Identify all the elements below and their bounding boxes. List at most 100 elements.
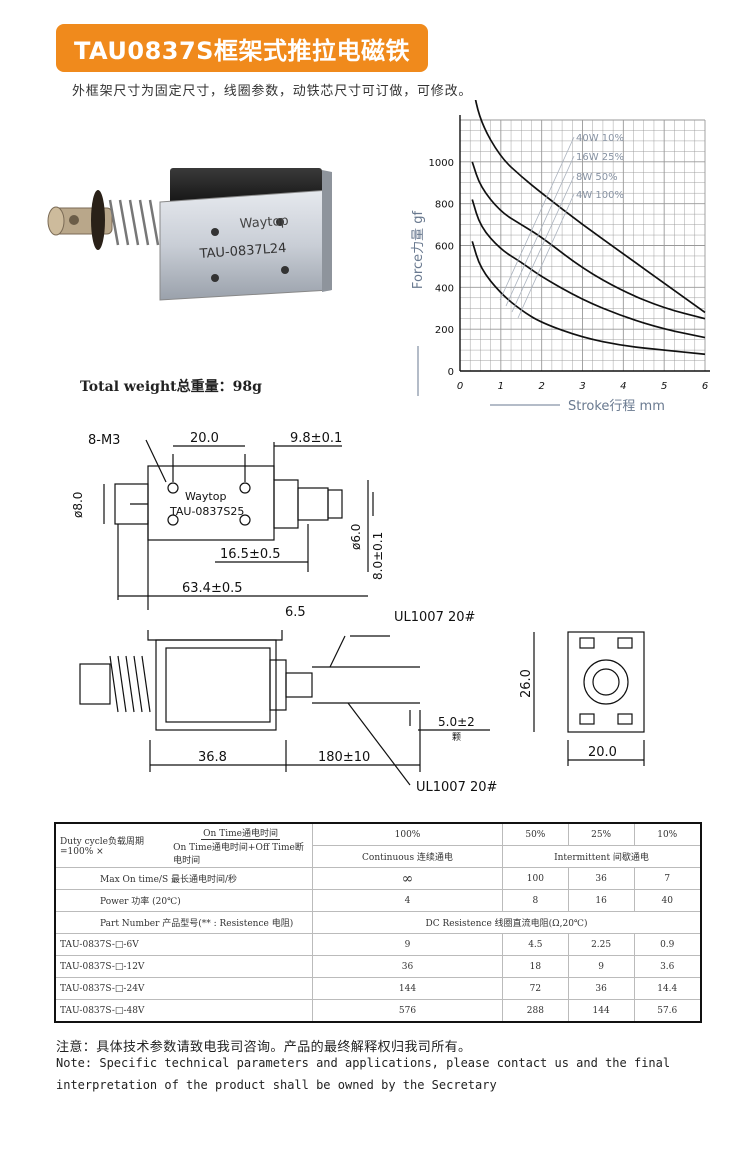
duty-denominator: On Time通电时间+Off Time断电时间 (173, 842, 304, 866)
title-banner: TAU0837S框架式推拉电磁铁 (56, 24, 428, 72)
series-line (474, 100, 706, 314)
duty-10: 10% (633, 822, 702, 846)
duty-50: 50% (502, 822, 569, 846)
side-view (79, 630, 490, 786)
dim-20-bottom: 20.0 (588, 745, 617, 760)
spec-table: Duty cycle负载周期=100% × On Time通电时间 On Tim… (54, 822, 702, 1023)
legend-entry: 40W 10% (576, 133, 624, 144)
y-axis-label: Force力量 gf (411, 211, 426, 290)
legend-leader (499, 136, 575, 301)
legend-leader (511, 175, 575, 313)
max-on-25: 36 (567, 867, 635, 890)
x-tick-label: 0 (457, 381, 463, 392)
res-12v-25: 9 (567, 955, 635, 978)
table-row: TAU-0837S-□-12V 36 18 9 3.6 (54, 955, 702, 978)
power-25: 16 (567, 889, 635, 912)
x-tick-label: 5 (661, 381, 667, 392)
duty-numerator: On Time通电时间 (201, 826, 280, 840)
dim-26: 26.0 (519, 669, 534, 698)
res-6v-100: 9 (312, 933, 503, 956)
y-tick-label: 200 (435, 325, 454, 336)
series-line (471, 199, 706, 339)
res-24v-50: 72 (502, 977, 569, 1000)
res-6v-25: 2.25 (567, 933, 635, 956)
note-chinese: 注意：具体技术参数请致电我司咨询。产品的最终解释权归我司所有。 (56, 1040, 472, 1055)
res-48v-50: 288 (502, 999, 569, 1023)
dim-m3: 8-M3 (88, 433, 120, 448)
x-tick-label: 4 (620, 381, 626, 392)
technical-drawing: 8-M3 20.0 9.8±0.1 Waytop TAU-0837S25 ø8.… (71, 431, 645, 795)
dim-6-5: 6.5 (285, 605, 306, 620)
end-view (533, 631, 645, 766)
x-tick-label: 1 (498, 381, 504, 392)
dim-phi8: ø8.0 (71, 492, 85, 518)
legend-leader (517, 193, 575, 319)
x-tick-label: 2 (538, 381, 544, 392)
ul-top: UL1007 20# (394, 610, 475, 625)
dim-20: 20.0 (190, 431, 219, 446)
duty-cell: Duty cycle负载周期=100% × On Time通电时间 On Tim… (54, 822, 313, 868)
photo-model: TAU-0837L24 (198, 241, 287, 262)
table-row: TAU-0837S-□-48V 576 288 144 57.6 (54, 999, 702, 1023)
max-on-50: 100 (502, 867, 569, 890)
res-6v-50: 4.5 (502, 933, 569, 956)
power-100: 4 (312, 889, 503, 912)
product-photo: Waytop TAU-0837L24 (47, 168, 332, 301)
note-english-line1: Note: Specific technical parameters and … (56, 1056, 671, 1070)
max-on-10: 7 (633, 867, 702, 890)
part-12v: TAU-0837S-□-12V (54, 955, 313, 978)
dim-63-4: 63.4±0.5 (182, 581, 243, 596)
dim-16-5: 16.5±0.5 (220, 547, 281, 562)
series-line (471, 161, 706, 320)
res-12v-100: 36 (312, 955, 503, 978)
res-12v-50: 18 (502, 955, 569, 978)
total-weight: Total weight总重量：98g (80, 379, 262, 395)
y-tick-label: 400 (435, 283, 454, 294)
series-line (471, 241, 706, 356)
duty-100: 100% (312, 822, 503, 846)
x-tick-label: 6 (702, 381, 708, 392)
table-row: Part Number 产品型号(** : Resistence 电阻) DC … (54, 911, 702, 934)
x-axis-label: Stroke行程 mm (568, 399, 665, 414)
dim-phi6: ø6.0 (349, 524, 363, 550)
y-tick-label: 1000 (429, 158, 454, 169)
legend-entry: 16W 25% (576, 152, 624, 163)
ul-bottom: UL1007 20# (416, 780, 497, 795)
res-48v-100: 576 (312, 999, 503, 1023)
part-48v: TAU-0837S-□-48V (54, 999, 313, 1023)
spec-table-wrap: Duty cycle负载周期=100% × On Time通电时间 On Tim… (54, 822, 702, 1023)
res-24v-10: 14.4 (633, 977, 702, 1000)
part-24v: TAU-0837S-□-24V (54, 977, 313, 1000)
res-48v-10: 57.6 (633, 999, 702, 1023)
table-row: TAU-0837S-□-6V 9 4.5 2.25 0.9 (54, 933, 702, 956)
table-row: Max On time/S 最长通电时间/秒 ∞ 100 36 7 (54, 867, 702, 890)
duty-label: Duty cycle负载周期=100% × (60, 837, 144, 857)
res-24v-25: 36 (567, 977, 635, 1000)
mode-continuous: Continuous 连续通电 (312, 845, 503, 868)
mode-intermittent: Intermittent 间歇通电 (502, 845, 702, 868)
legend-entry: 8W 50% (576, 172, 618, 183)
chart-legend: 40W 10%16W 25%8W 50%4W 100% (499, 133, 624, 319)
legend-leader (505, 155, 575, 307)
table-row: Power 功率 (20℃) 4 8 16 40 (54, 889, 702, 912)
table-row: Duty cycle负载周期=100% × On Time通电时间 On Tim… (54, 822, 702, 868)
power-10: 40 (633, 889, 702, 912)
table-row: TAU-0837S-□-24V 144 72 36 14.4 (54, 977, 702, 1000)
max-on-label: Max On time/S 最长通电时间/秒 (54, 867, 313, 890)
dim-36-8: 36.8 (198, 750, 227, 765)
res-12v-10: 3.6 (633, 955, 702, 978)
drawing-model: TAU-0837S25 (169, 505, 244, 518)
y-tick-label: 0 (448, 367, 454, 378)
res-6v-10: 0.9 (633, 933, 702, 956)
duty-25: 25% (567, 822, 635, 846)
dim-9-8: 9.8±0.1 (290, 431, 342, 446)
y-tick-label: 600 (435, 242, 454, 253)
max-on-100: ∞ (312, 867, 503, 890)
dim-5: 5.0±2 (438, 715, 475, 729)
part-label: Part Number 产品型号(** : Resistence 电阻) (54, 911, 313, 934)
dc-resistance-label: DC Resistence 线圈直流电阻(Ω,20℃) (312, 911, 702, 934)
drawing-brand: Waytop (185, 490, 226, 503)
dim-5-sub: 颗 (452, 732, 461, 743)
top-view (103, 439, 374, 610)
